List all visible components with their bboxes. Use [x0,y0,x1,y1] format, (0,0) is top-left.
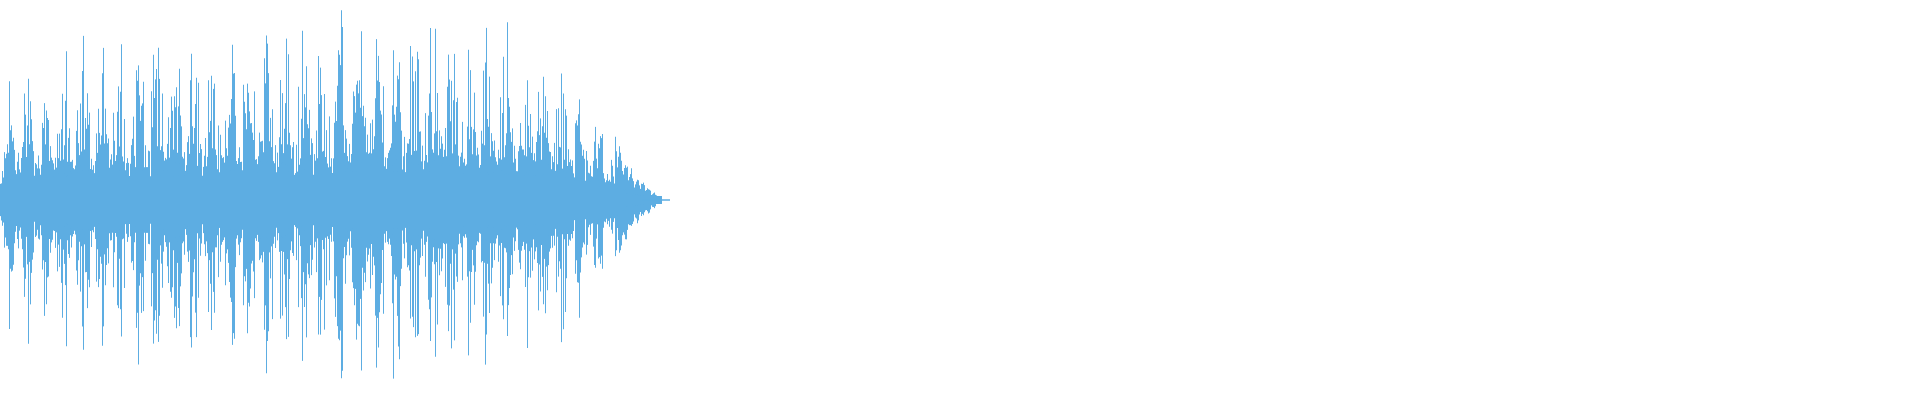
waveform-bars [0,10,662,379]
waveform-core [0,150,662,250]
